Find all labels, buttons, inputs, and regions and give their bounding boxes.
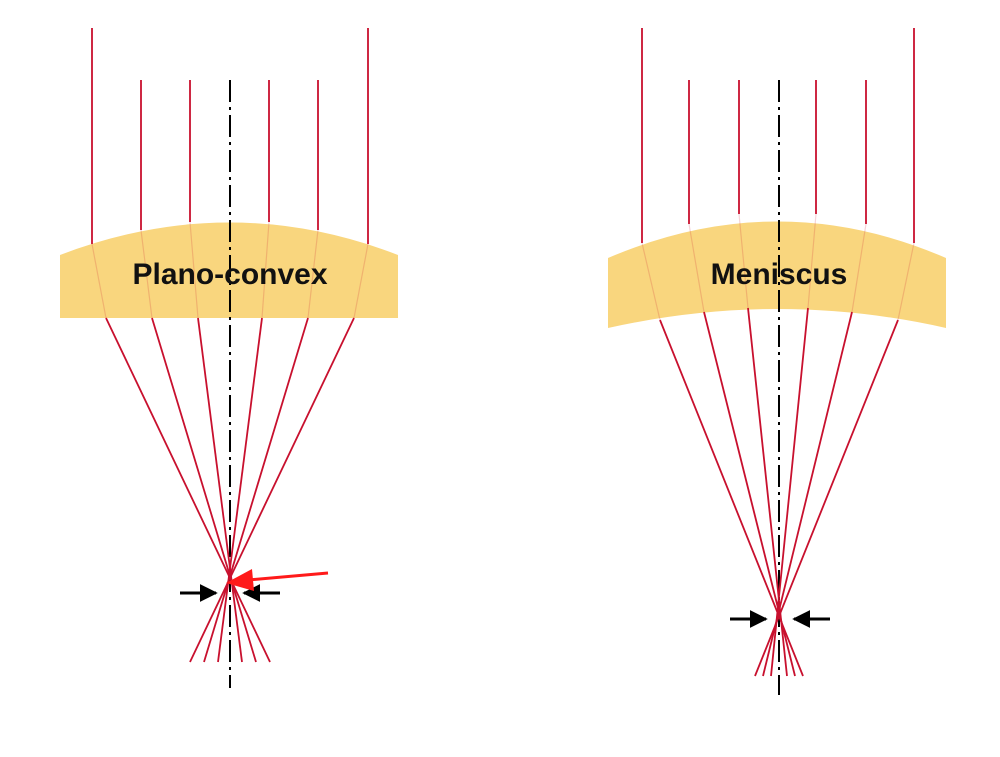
refracted-ray (189, 317, 355, 663)
internal-rays-right (641, 213, 915, 321)
refracted-ray (217, 317, 263, 663)
plano-convex-label: Plano-convex (132, 258, 327, 291)
internal-rays-left (91, 221, 369, 319)
plano-convex-panel: Plano-convex (60, 28, 398, 688)
refracted-rays-right (659, 307, 899, 677)
refracted-ray (151, 317, 257, 663)
refracted-ray (747, 307, 788, 677)
red-arrow-icon (226, 569, 329, 591)
incident-rays-left (91, 28, 369, 244)
refracted-ray (754, 319, 899, 677)
refracted-ray (203, 317, 309, 663)
refracted-ray (105, 317, 271, 663)
meniscus-panel: Meniscus (608, 28, 946, 695)
refracted-ray (197, 317, 243, 663)
meniscus-lens (608, 221, 946, 328)
meniscus-label: Meniscus (711, 258, 848, 291)
incident-rays-right (641, 28, 915, 243)
refracted-ray (762, 311, 853, 677)
refracted-rays-left (105, 317, 355, 663)
